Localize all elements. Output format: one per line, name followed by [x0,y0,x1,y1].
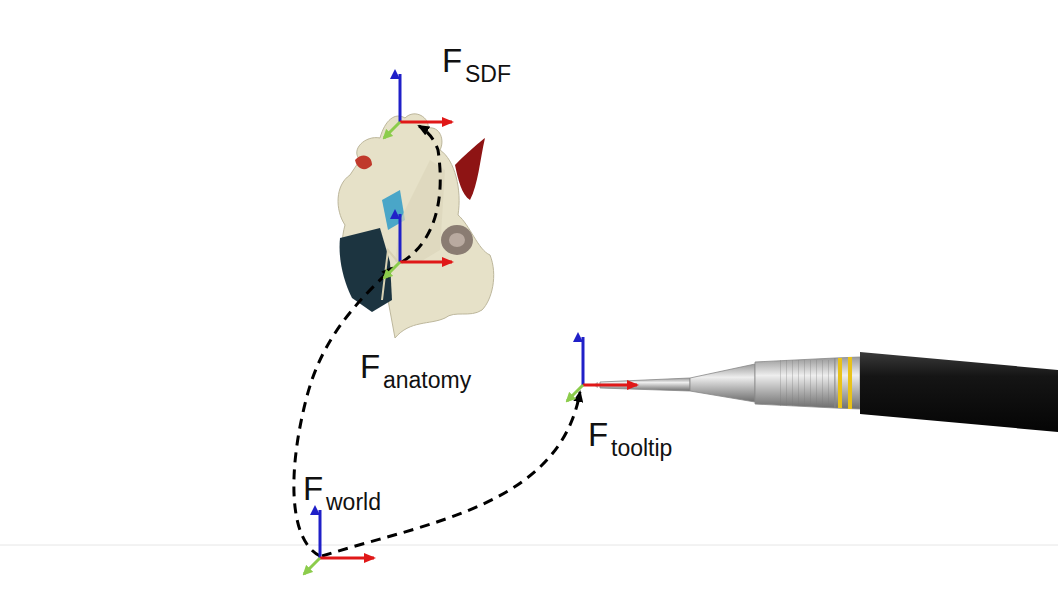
surgical-tool [595,352,1058,432]
frame-subscript: SDF [465,63,511,86]
frame-world [304,510,374,574]
frame-letter: F [588,418,608,451]
frame-subscript: world [326,491,381,514]
frame-letter: F [360,350,380,383]
anatomy-model [338,114,494,338]
frame-anatomy [384,214,452,278]
frame-subscript: tooltip [611,437,672,460]
frame-letter: F [442,44,462,77]
frame-subscript: anatomy [383,369,471,392]
frame-tooltip [567,337,637,401]
frame-letter: F [303,472,323,505]
frame-sdf [384,74,452,138]
